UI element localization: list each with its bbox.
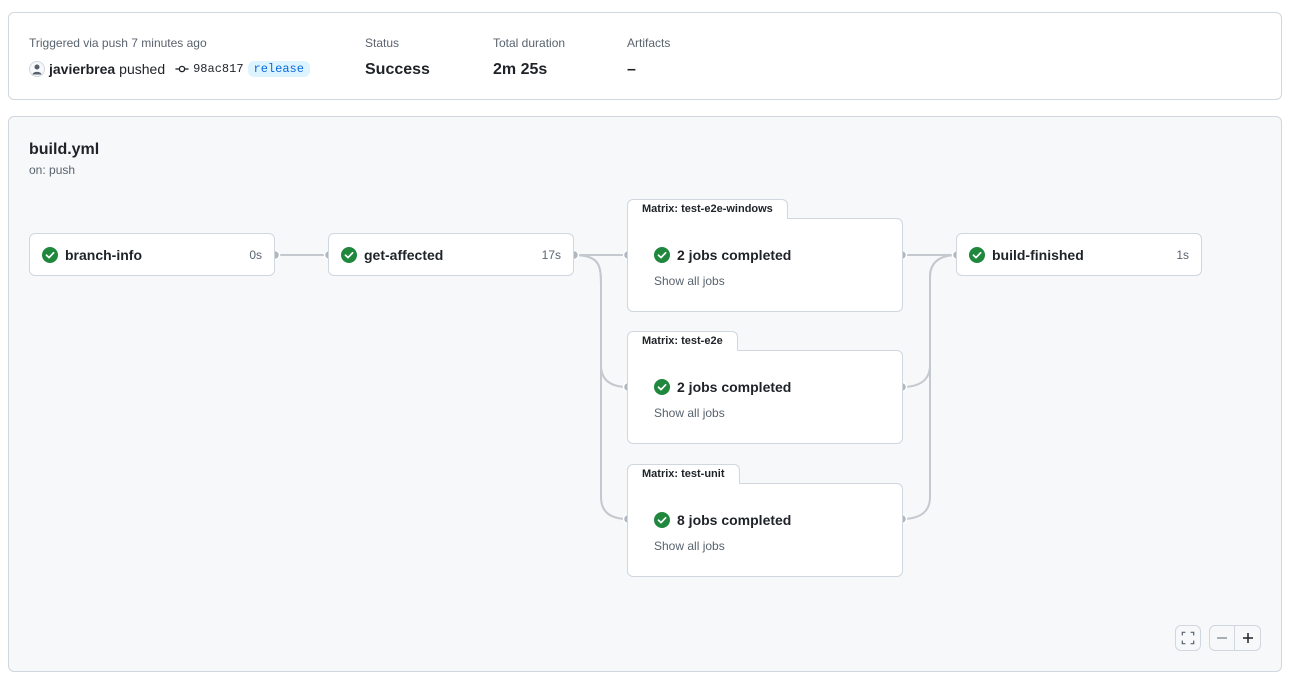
trigger-details: javierbrea pushed 98ac817 release (29, 59, 310, 79)
matrix-status[interactable]: 8 jobs completed (654, 512, 791, 528)
fullscreen-button[interactable] (1175, 625, 1201, 651)
check-circle-fill-icon (341, 246, 357, 263)
status-section: Status Success (365, 35, 430, 80)
zoom-out-button[interactable] (1209, 625, 1235, 651)
actor-link[interactable]: javierbrea (49, 61, 116, 77)
avatar[interactable] (29, 61, 45, 77)
matrix-status[interactable]: 2 jobs completed (654, 379, 791, 395)
artifacts-value: – (627, 61, 636, 78)
artifacts-section: Artifacts – (627, 35, 670, 80)
matrix-summary: 2 jobs completed (677, 247, 792, 263)
matrix-summary: 2 jobs completed (677, 379, 792, 395)
job-duration: 17s (541, 247, 561, 262)
job-duration: 1s (1176, 247, 1189, 262)
zoom-in-button[interactable] (1235, 625, 1261, 651)
job-name: get-affected (364, 246, 444, 263)
check-circle-fill-icon (654, 379, 670, 395)
branch-badge[interactable]: release (247, 61, 310, 77)
check-circle-fill-icon (654, 247, 670, 263)
matrix-tab-label: Matrix: test-unit (627, 464, 740, 484)
screen-full-icon (1181, 631, 1195, 645)
matrix-body: 2 jobs completed Show all jobs (627, 218, 903, 312)
check-circle-fill-icon (42, 246, 58, 263)
workflow-file-title[interactable]: build.yml (29, 141, 100, 158)
job-name: branch-info (65, 246, 142, 263)
status-value: Success (365, 61, 430, 78)
job-duration: 0s (249, 247, 262, 262)
show-all-jobs-button[interactable]: Show all jobs (654, 406, 725, 420)
graph-zoom-controls (1175, 625, 1261, 651)
matrix-summary: 8 jobs completed (677, 512, 792, 528)
avatar-icon (32, 64, 42, 75)
duration-label: Total duration (493, 36, 566, 50)
show-all-jobs-button[interactable]: Show all jobs (654, 274, 725, 288)
matrix-tab-label: Matrix: test-e2e-windows (627, 199, 788, 219)
status-label: Status (365, 36, 400, 50)
matrix-status[interactable]: 2 jobs completed (654, 247, 791, 263)
matrix-test-unit: Matrix: test-unit 8 jobs completed Show … (627, 464, 903, 577)
run-summary: Triggered via push 7 minutes ago javierb… (8, 12, 1282, 100)
matrix-test-e2e: Matrix: test-e2e 2 jobs completed Show a… (627, 331, 903, 444)
job-build-finished[interactable]: build-finished 1s (956, 233, 1202, 276)
job-get-affected[interactable]: get-affected 17s (328, 233, 574, 276)
show-all-jobs-button[interactable]: Show all jobs (654, 539, 725, 553)
duration-section: Total duration 2m 25s (493, 35, 565, 80)
plus-icon (1242, 633, 1253, 643)
trigger-label: Triggered via push 7 minutes ago (29, 36, 207, 50)
matrix-tab-label: Matrix: test-e2e (627, 331, 738, 351)
matrix-test-e2e-windows: Matrix: test-e2e-windows 2 jobs complete… (627, 199, 903, 312)
check-circle-fill-icon (969, 246, 985, 263)
duration-value: 2m 25s (493, 61, 548, 78)
trigger-section: Triggered via push 7 minutes ago javierb… (29, 35, 310, 79)
workflow-graph[interactable]: build.yml on: push branc (8, 116, 1282, 672)
commit-sha-link[interactable]: 98ac817 (193, 62, 244, 76)
action-text: pushed (119, 61, 166, 77)
workflow-trigger: on: push (29, 163, 76, 177)
job-branch-info[interactable]: branch-info 0s (29, 233, 275, 276)
git-commit-icon (175, 62, 189, 76)
matrix-body: 2 jobs completed Show all jobs (627, 350, 903, 444)
check-circle-fill-icon (654, 512, 670, 528)
artifacts-label: Artifacts (627, 36, 671, 50)
job-name: build-finished (992, 246, 1084, 263)
matrix-body: 8 jobs completed Show all jobs (627, 483, 903, 577)
minus-icon (1217, 637, 1227, 639)
